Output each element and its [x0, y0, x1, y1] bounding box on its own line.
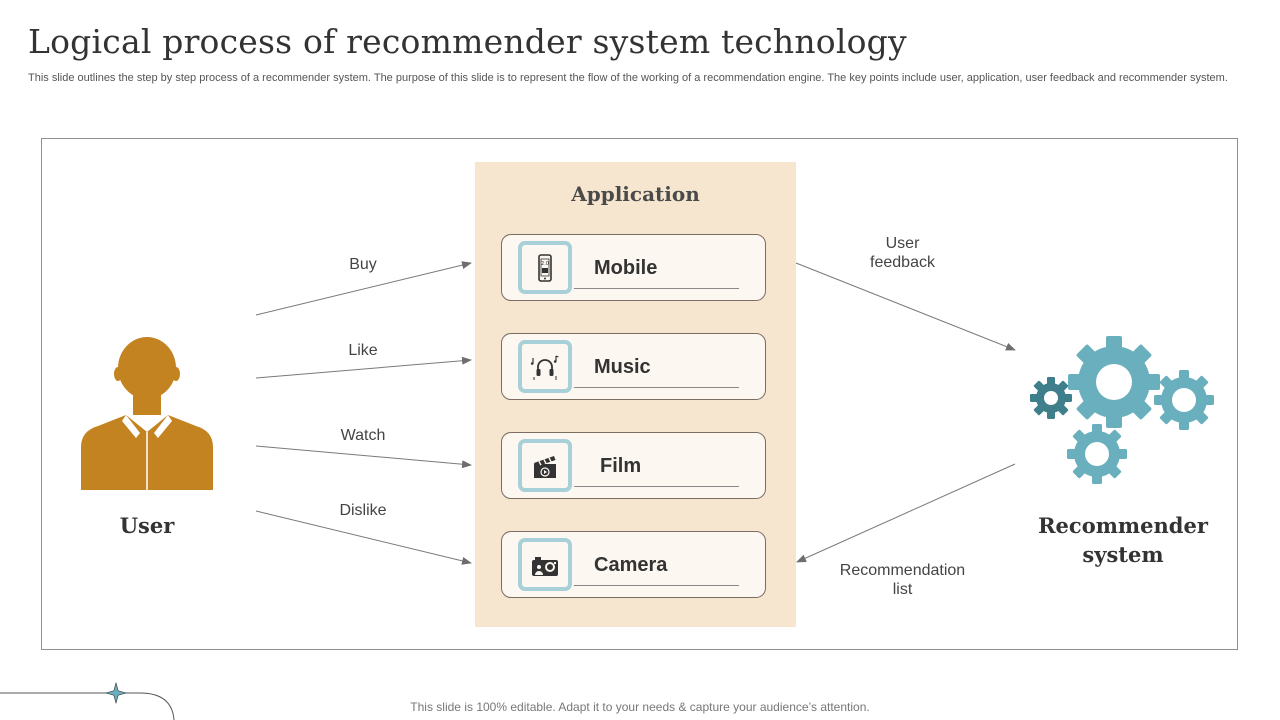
card-underline	[574, 486, 739, 487]
diagram-frame	[41, 138, 1238, 650]
app-card-label: Mobile	[594, 257, 658, 279]
edge-label-like: Like	[348, 342, 378, 359]
page-subtitle: This slide outlines the step by step pro…	[28, 72, 1228, 84]
arrow-like	[255, 356, 472, 379]
arrow-dislike	[255, 510, 472, 565]
page-title: Logical process of recommender system te…	[28, 22, 907, 61]
arrow-buy	[255, 261, 472, 316]
clapperboard-icon	[534, 455, 556, 478]
edge-label-dislike: Dislike	[339, 502, 387, 519]
app-card-music: Music	[501, 333, 766, 400]
footer-note: This slide is 100% editable. Adapt it to…	[410, 700, 870, 714]
app-card-label: Camera	[594, 554, 668, 576]
card-underline	[574, 288, 739, 289]
svg-text:2.0: 2.0	[541, 261, 549, 267]
app-card-camera: Camera	[501, 531, 766, 598]
icon-frame	[518, 340, 572, 393]
app-card-film: Film	[501, 432, 766, 499]
card-underline	[574, 585, 739, 586]
arrow-watch	[255, 445, 472, 469]
app-card-label: Film	[600, 455, 642, 477]
edge-label-buy: Buy	[349, 256, 377, 273]
user-silhouette-icon	[81, 337, 213, 490]
card-underline	[574, 387, 739, 388]
decorative-star-line	[0, 681, 175, 720]
edge-label-user-feedback: User feedback	[870, 235, 935, 271]
arrow-user-feedback	[795, 262, 1016, 351]
app-card-label: Music	[594, 356, 651, 378]
edge-label-recommendation-list: Recommendation list	[839, 562, 966, 598]
headphones-music-icon	[530, 354, 559, 380]
recommender-system-label: Recommender system	[1038, 513, 1208, 567]
application-title: Application	[571, 182, 700, 206]
app-card-mobile: 2.0 Mobile	[501, 234, 766, 301]
camera-icon	[532, 556, 558, 576]
edge-label-watch: Watch	[340, 427, 386, 444]
arrow-recommendation-list	[796, 463, 1016, 563]
user-label: User	[119, 513, 175, 538]
icon-frame	[518, 439, 572, 492]
mobile-icon: 2.0	[538, 253, 552, 282]
gears-icon	[1030, 336, 1214, 484]
icon-frame	[518, 538, 572, 591]
icon-frame: 2.0	[518, 241, 572, 294]
